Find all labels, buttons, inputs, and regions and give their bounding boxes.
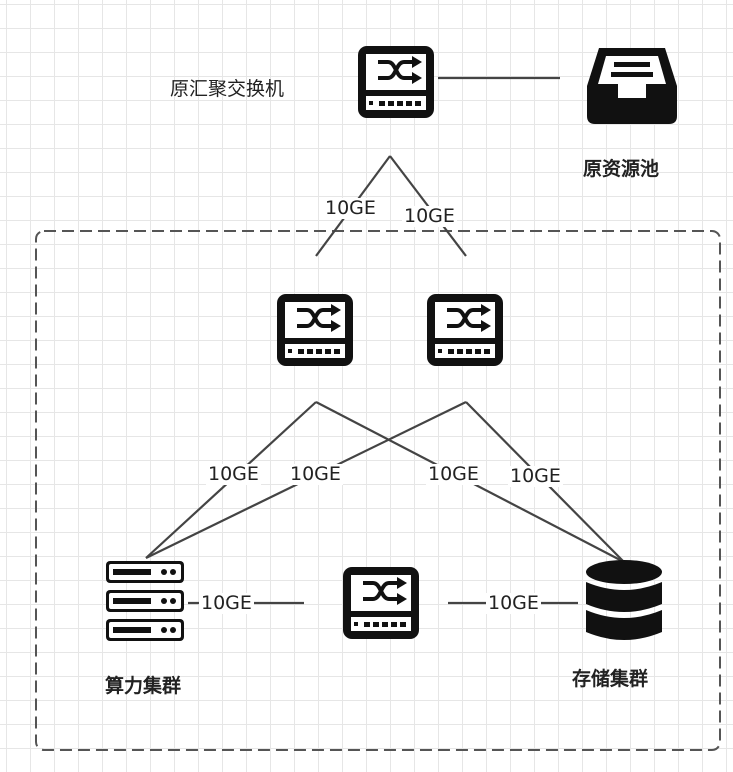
storage-cluster-label: 存储集群: [572, 668, 649, 690]
switch-icon: [425, 292, 505, 368]
link-label-uplink-left: 10GE: [323, 197, 378, 219]
link-label-compute-switch: 10GE: [199, 592, 254, 614]
database-icon: [586, 560, 662, 640]
resource-pool-label: 原资源池: [583, 158, 660, 180]
switch-icon: [275, 292, 355, 368]
switch-icon: [356, 44, 436, 120]
link-label-sw2-storage: 10GE: [508, 465, 563, 487]
agg-switch-label: 原汇聚交换机: [170, 78, 285, 100]
link-label-switch-storage: 10GE: [486, 592, 541, 614]
switch-icon: [341, 565, 421, 641]
link-label-sw2-compute: 10GE: [288, 463, 343, 485]
link-label-sw1-compute: 10GE: [206, 463, 261, 485]
cluster-boundary: [35, 230, 721, 751]
link-label-uplink-right: 10GE: [402, 205, 457, 227]
link-label-sw1-storage: 10GE: [426, 463, 481, 485]
connection-lines: [145, 76, 625, 605]
server-rack-icon: [106, 561, 184, 641]
compute-cluster-label: 算力集群: [105, 675, 182, 697]
inbox-tray-icon: [587, 48, 677, 124]
